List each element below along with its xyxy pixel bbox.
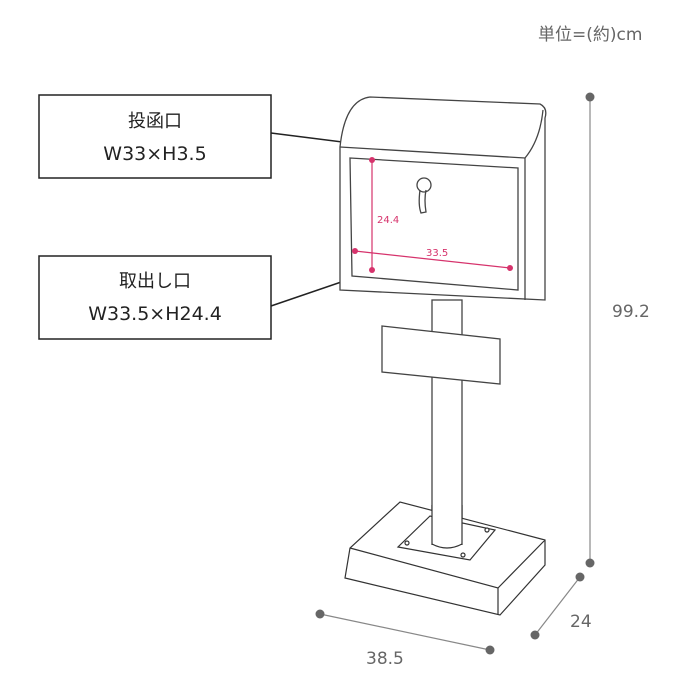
slot-height-label: 24.4 — [377, 215, 399, 226]
mailbox-body — [339, 96, 547, 301]
callout-title: 投函口 — [128, 111, 182, 132]
nameplate — [381, 325, 501, 385]
height-label: 99.2 — [612, 302, 650, 322]
callout-title: 取出し口 — [119, 271, 191, 292]
slot-dimensions: 24.4 33.5 — [352, 157, 513, 273]
callout-insert-slot: 投函口 W33×H3.5 — [38, 94, 399, 179]
overall-dimensions — [319, 97, 591, 651]
depth-label: 24 — [570, 612, 592, 632]
unit-label: 単位=(約)cm — [538, 25, 642, 45]
callout-size: W33.5×H24.4 — [88, 303, 222, 325]
slot-width-label: 33.5 — [426, 248, 448, 259]
base — [344, 501, 546, 616]
callout-takeout-door: 取出し口 W33.5×H24.4 — [38, 255, 395, 340]
callout-size: W33×H3.5 — [103, 143, 206, 165]
width-label: 38.5 — [366, 649, 404, 669]
